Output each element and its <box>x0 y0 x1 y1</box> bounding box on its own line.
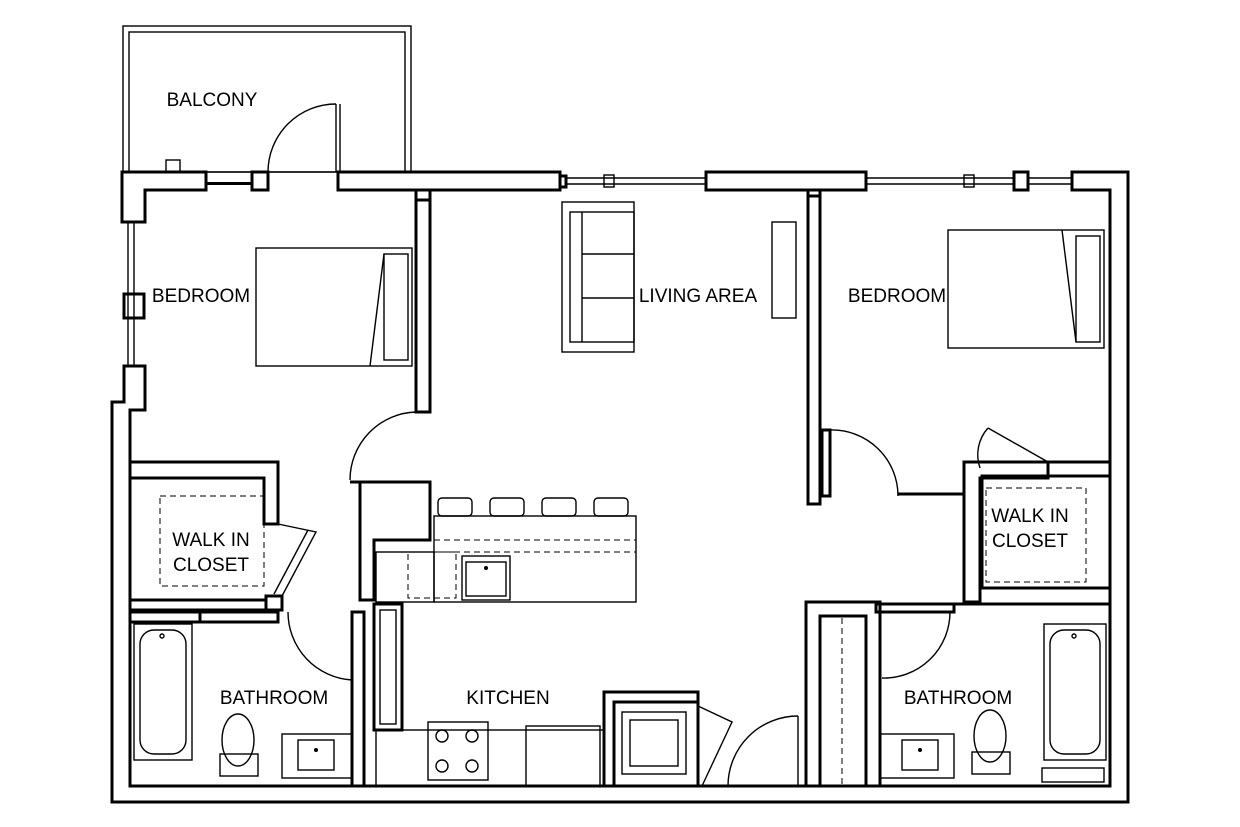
bed-right <box>947 229 1105 349</box>
label-bathroom-right: BATHROOM <box>904 688 1012 709</box>
label-bedroom-left: BEDROOM <box>152 286 250 307</box>
label-living-area: LIVING AREA <box>639 286 758 307</box>
fixtures <box>133 201 1107 787</box>
interior-walls <box>128 188 1112 788</box>
bed-left <box>255 247 413 367</box>
label-closet-right-line1: WALK IN <box>991 506 1068 527</box>
room-labels: BALCONY BEDROOM LIVING AREA BEDROOM WALK… <box>152 90 1069 709</box>
label-closet-left-line2: CLOSET <box>173 555 249 576</box>
tv-console <box>771 221 797 319</box>
kitchen-counter <box>375 721 605 787</box>
label-bedroom-right: BEDROOM <box>848 286 946 307</box>
label-kitchen: KITCHEN <box>466 688 549 709</box>
kitchen-island <box>375 497 637 603</box>
label-closet-left-line1: WALK IN <box>172 530 249 551</box>
label-bathroom-left: BATHROOM <box>220 688 328 709</box>
bathroom-right-fixtures <box>879 623 1107 783</box>
label-closet-right-line2: CLOSET <box>992 531 1068 552</box>
sofa <box>561 201 635 353</box>
exterior-walls <box>110 170 1130 804</box>
bathroom-left-fixtures <box>133 623 353 779</box>
label-balcony: BALCONY <box>167 90 258 111</box>
doors <box>267 103 1049 787</box>
